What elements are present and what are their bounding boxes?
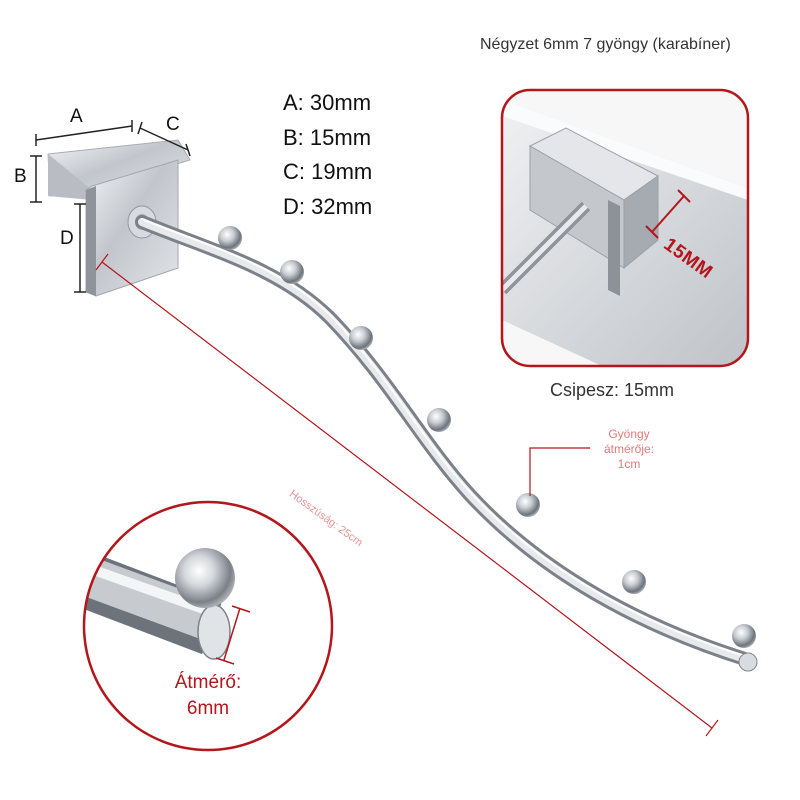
- dimension-row-a: A: 30mm: [283, 90, 372, 115]
- clip-inset: [500, 88, 750, 368]
- bracket-clip: [47, 139, 191, 297]
- beads: [218, 226, 756, 648]
- bead: [280, 260, 304, 284]
- hook-rod: [135, 215, 758, 672]
- clip-caption: Csipesz: 15mm: [550, 380, 675, 400]
- length-dimension-line: [95, 253, 719, 737]
- dimension-letter-c: C: [166, 114, 180, 135]
- dimension-row-b: B: 15mm: [283, 124, 372, 150]
- product-title: Négyzet 6mm 7 gyöngy (karabíner): [480, 36, 731, 53]
- bead: [349, 326, 373, 350]
- bead: [218, 226, 242, 250]
- dimension-list: A: 30mm B: 15mm C: 19mm D: 32mm: [283, 86, 372, 224]
- bead-diameter-note: Gyöngy átmérője: 1cm: [603, 427, 655, 471]
- dimension-row-d: D: 32mm: [283, 193, 373, 219]
- bead: [732, 624, 756, 648]
- bracket-dimension-lines: [30, 120, 191, 293]
- dimension-letter-d: D: [60, 228, 74, 249]
- rod-diameter-label: Átmérő: 6mm: [174, 672, 242, 719]
- bead: [622, 570, 646, 594]
- dimension-row-c: C: 19mm: [283, 159, 373, 184]
- bead: [427, 408, 451, 432]
- dimension-letter-b: B: [14, 166, 27, 187]
- bead-note-leader: [529, 447, 590, 496]
- dimension-letter-a: A: [70, 106, 83, 127]
- bead: [516, 493, 540, 517]
